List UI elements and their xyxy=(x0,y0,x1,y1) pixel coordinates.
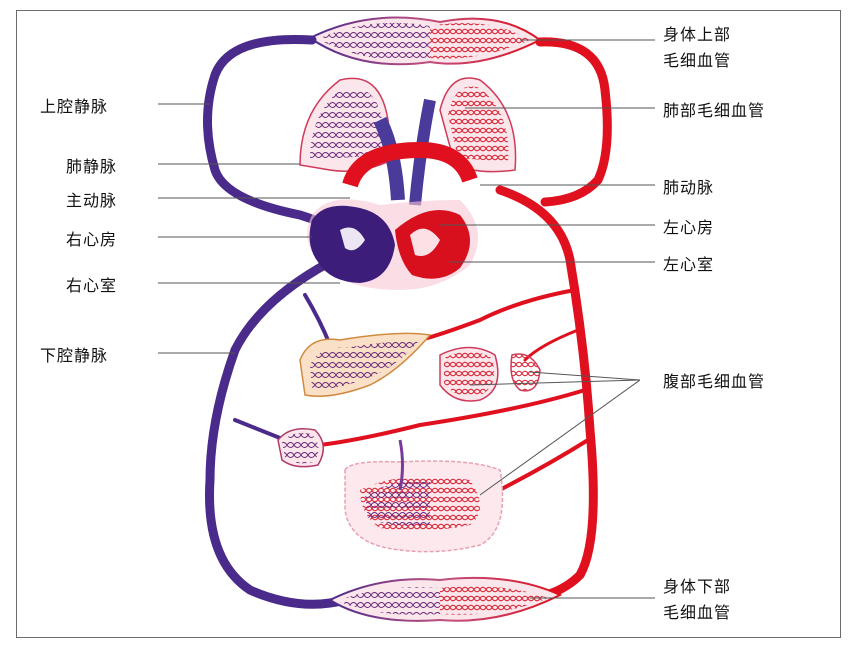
label-right-ventricle: 右心室 xyxy=(66,276,118,295)
leader-lines xyxy=(158,39,655,599)
label-aorta: 主动脉 xyxy=(66,191,118,210)
label-upper-body-line2: 毛细血管 xyxy=(663,51,732,70)
intestine-capillary-bed xyxy=(344,439,504,553)
label-left-atrium: 左心房 xyxy=(663,218,715,237)
label-pulmonary-capillary: 肺部毛细血管 xyxy=(663,101,766,120)
label-abdominal-capillary: 腹部毛细血管 xyxy=(663,372,766,391)
label-inferior-vena-cava: 下腔静脉 xyxy=(40,346,109,365)
lung-capillaries xyxy=(299,77,517,206)
kidney-capillary-bed xyxy=(277,428,324,468)
label-right-atrium: 右心房 xyxy=(66,230,118,249)
label-upper-body-line1: 身体上部 xyxy=(663,25,732,44)
label-lower-body-line1: 身体下部 xyxy=(663,577,732,596)
stomach-capillary-bed xyxy=(439,346,541,402)
heart xyxy=(307,199,478,290)
label-left-ventricle: 左心室 xyxy=(663,255,715,274)
label-pulmonary-artery: 肺动脉 xyxy=(663,178,715,197)
lower-body-capillary-bed xyxy=(327,576,563,622)
label-lower-body-line2: 毛细血管 xyxy=(663,603,732,622)
liver-capillary-bed xyxy=(299,332,432,397)
label-pulmonary-vein: 肺静脉 xyxy=(66,157,118,176)
label-upper-body-capillary: 身体上部 毛细血管 xyxy=(663,22,731,74)
upper-body-capillary-bed xyxy=(308,16,542,66)
label-lower-body-capillary: 身体下部 毛细血管 xyxy=(663,574,731,626)
figure-frame xyxy=(16,10,841,638)
label-superior-vena-cava: 上腔静脉 xyxy=(40,97,109,116)
arterial-vessels xyxy=(318,37,612,605)
